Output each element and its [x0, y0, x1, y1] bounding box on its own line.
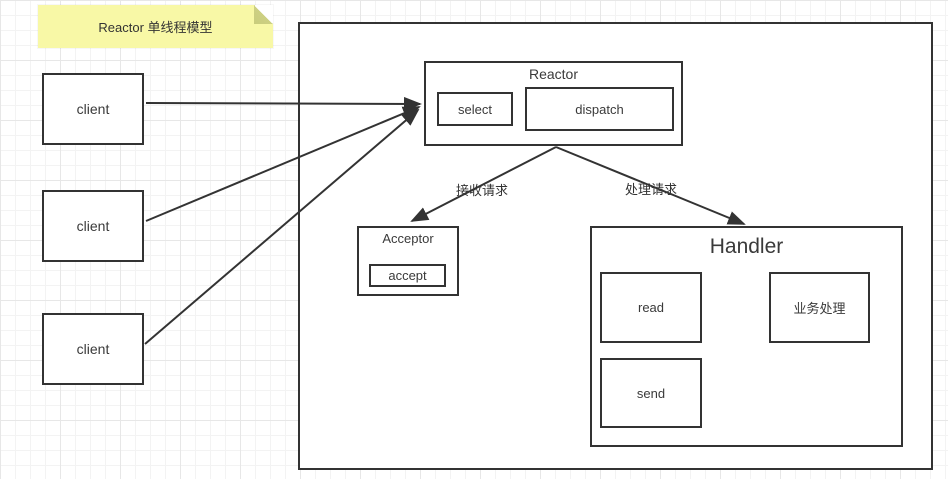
accept-request-edge-label: 接收请求 [455, 183, 508, 198]
reactor-title: Reactor [528, 66, 579, 82]
folded-corner-icon [254, 5, 273, 24]
client-label: client [76, 341, 110, 357]
accept-box: accept [369, 264, 446, 287]
select-label: select [458, 101, 492, 117]
client-box-2: client [42, 190, 144, 262]
handler-title: Handler [709, 235, 784, 258]
handle-request-edge-label: 处理请求 [624, 182, 677, 197]
acceptor-title: Acceptor [382, 231, 434, 246]
business-process-label: 业务处理 [793, 301, 846, 316]
select-box: select [437, 92, 513, 126]
send-box: send [600, 358, 702, 428]
client-box-1: client [42, 73, 144, 145]
dispatch-label: dispatch [575, 101, 624, 117]
client-label: client [76, 218, 110, 234]
send-label: send [636, 385, 666, 401]
read-box: read [600, 272, 702, 343]
business-process-box: 业务处理 [769, 272, 870, 343]
sticky-note: Reactor 单线程模型 [38, 5, 273, 48]
read-label: read [637, 300, 665, 315]
sticky-note-label: Reactor 单线程模型 [98, 20, 213, 35]
client-label: client [76, 101, 110, 117]
client-box-3: client [42, 313, 144, 385]
dispatch-box: dispatch [525, 87, 674, 131]
accept-label: accept [388, 268, 427, 283]
